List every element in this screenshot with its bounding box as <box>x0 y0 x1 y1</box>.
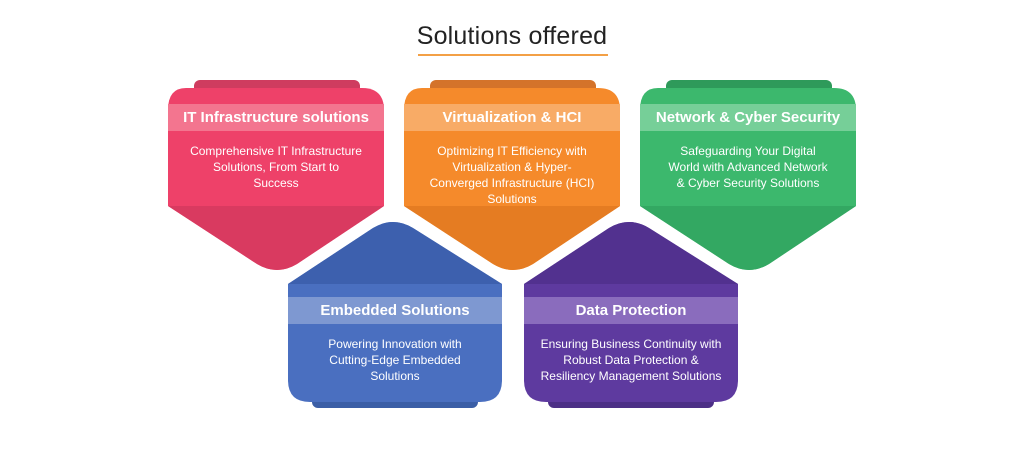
card-network-lower-shade <box>640 206 856 270</box>
card-it-infra: IT Infrastructure solutions Comprehensiv… <box>168 104 384 191</box>
card-data-protection: Data Protection Ensuring Business Contin… <box>524 297 738 384</box>
title-underline <box>418 54 608 56</box>
page-title: Solutions offered <box>416 22 608 50</box>
card-data-protection-band <box>524 297 738 324</box>
card-embedded-heading: Embedded Solutions <box>320 302 470 319</box>
card-it-infra-lower-shade <box>168 206 384 270</box>
card-embedded-upper-shade <box>288 222 502 284</box>
card-network-shape <box>640 80 856 270</box>
card-network-description: Safeguarding Your Digital World with Adv… <box>668 144 828 190</box>
card-virtualization-lower-shade <box>404 206 620 270</box>
card-data-protection-heading: Data Protection <box>575 302 687 319</box>
card-embedded: Embedded Solutions Powering Innovation w… <box>288 297 502 384</box>
card-embedded-shape <box>288 222 502 408</box>
card-network-heading: Network & Cyber Security <box>655 109 841 126</box>
card-it-infra-band <box>168 104 384 131</box>
card-data-protection-upper-shade <box>524 222 738 284</box>
card-data-protection-shape <box>524 222 738 408</box>
card-data-protection-description: Ensuring Business Continuity with Robust… <box>540 337 722 383</box>
card-virtualization-description: Optimizing IT Efficiency with Virtualiza… <box>429 144 595 206</box>
card-virtualization-heading: Virtualization & HCI <box>442 109 582 126</box>
card-virtualization: Virtualization & HCI Optimizing IT Effic… <box>404 104 620 207</box>
card-embedded-description: Powering Innovation with Cutting-Edge Em… <box>328 337 462 383</box>
card-it-infra-description: Comprehensive IT Infrastructure Solution… <box>190 144 362 190</box>
card-network: Network & Cyber Security Safeguarding Yo… <box>640 104 856 191</box>
card-it-infra-heading: IT Infrastructure solutions <box>183 109 369 126</box>
card-virtualization-shape <box>404 80 620 270</box>
card-embedded-band <box>288 297 502 324</box>
card-it-infra-shape <box>168 80 384 270</box>
card-virtualization-band <box>404 104 620 131</box>
card-network-band <box>640 104 856 131</box>
